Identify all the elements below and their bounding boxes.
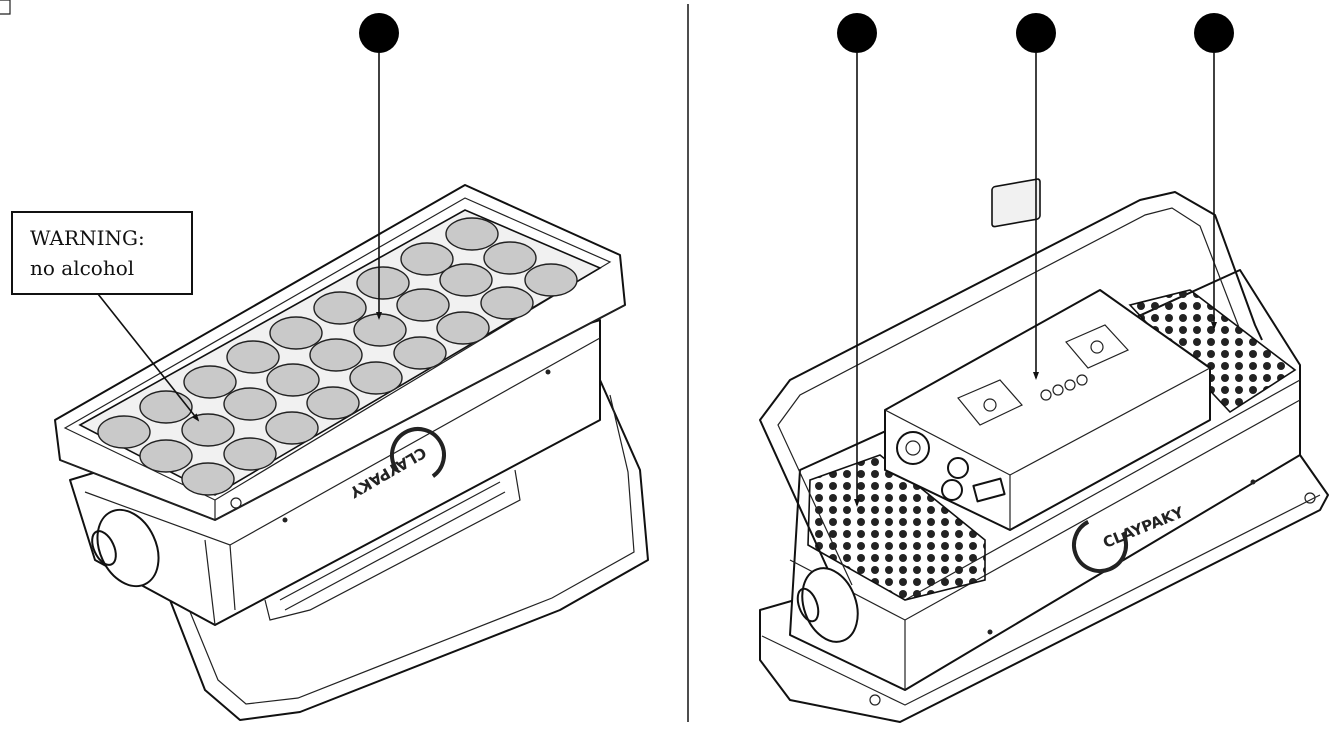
right-display bbox=[991, 178, 1041, 228]
callout-dot-right-3 bbox=[1194, 13, 1234, 53]
data-connector-3 bbox=[972, 477, 1006, 503]
right-fixture-view: CLAYPAKY bbox=[759, 178, 1329, 723]
callout-dot-left bbox=[359, 13, 399, 53]
data-connector-2 bbox=[941, 479, 963, 501]
right-yoke bbox=[759, 191, 1263, 586]
connector-plate-right bbox=[1065, 324, 1130, 369]
power-connector bbox=[896, 431, 930, 465]
left-callout bbox=[359, 13, 399, 320]
callout-dot-right-1 bbox=[837, 13, 877, 53]
control-button-4 bbox=[1076, 374, 1088, 386]
warning-line-2: no alcohol bbox=[30, 256, 134, 280]
warning-leader bbox=[97, 293, 200, 422]
warning-box bbox=[11, 211, 193, 295]
data-connector-1 bbox=[947, 457, 969, 479]
connector-plate-left bbox=[957, 379, 1023, 426]
left-lens-array bbox=[97, 217, 578, 496]
left-yoke bbox=[169, 379, 649, 721]
control-button-1 bbox=[1040, 389, 1052, 401]
corner-mark bbox=[0, 0, 11, 15]
left-yoke-knob bbox=[91, 508, 160, 588]
control-button-3 bbox=[1064, 379, 1076, 391]
right-yoke-knob bbox=[796, 567, 859, 643]
left-fixture-view: CLAYPAKY bbox=[54, 184, 649, 721]
control-button-2 bbox=[1052, 384, 1064, 396]
right-callouts bbox=[837, 13, 1234, 507]
callout-dot-right-2 bbox=[1016, 13, 1056, 53]
warning-callout: WARNING: no alcohol bbox=[11, 211, 200, 422]
right-grille-front bbox=[807, 454, 986, 601]
warning-line-1: WARNING: bbox=[30, 226, 145, 250]
